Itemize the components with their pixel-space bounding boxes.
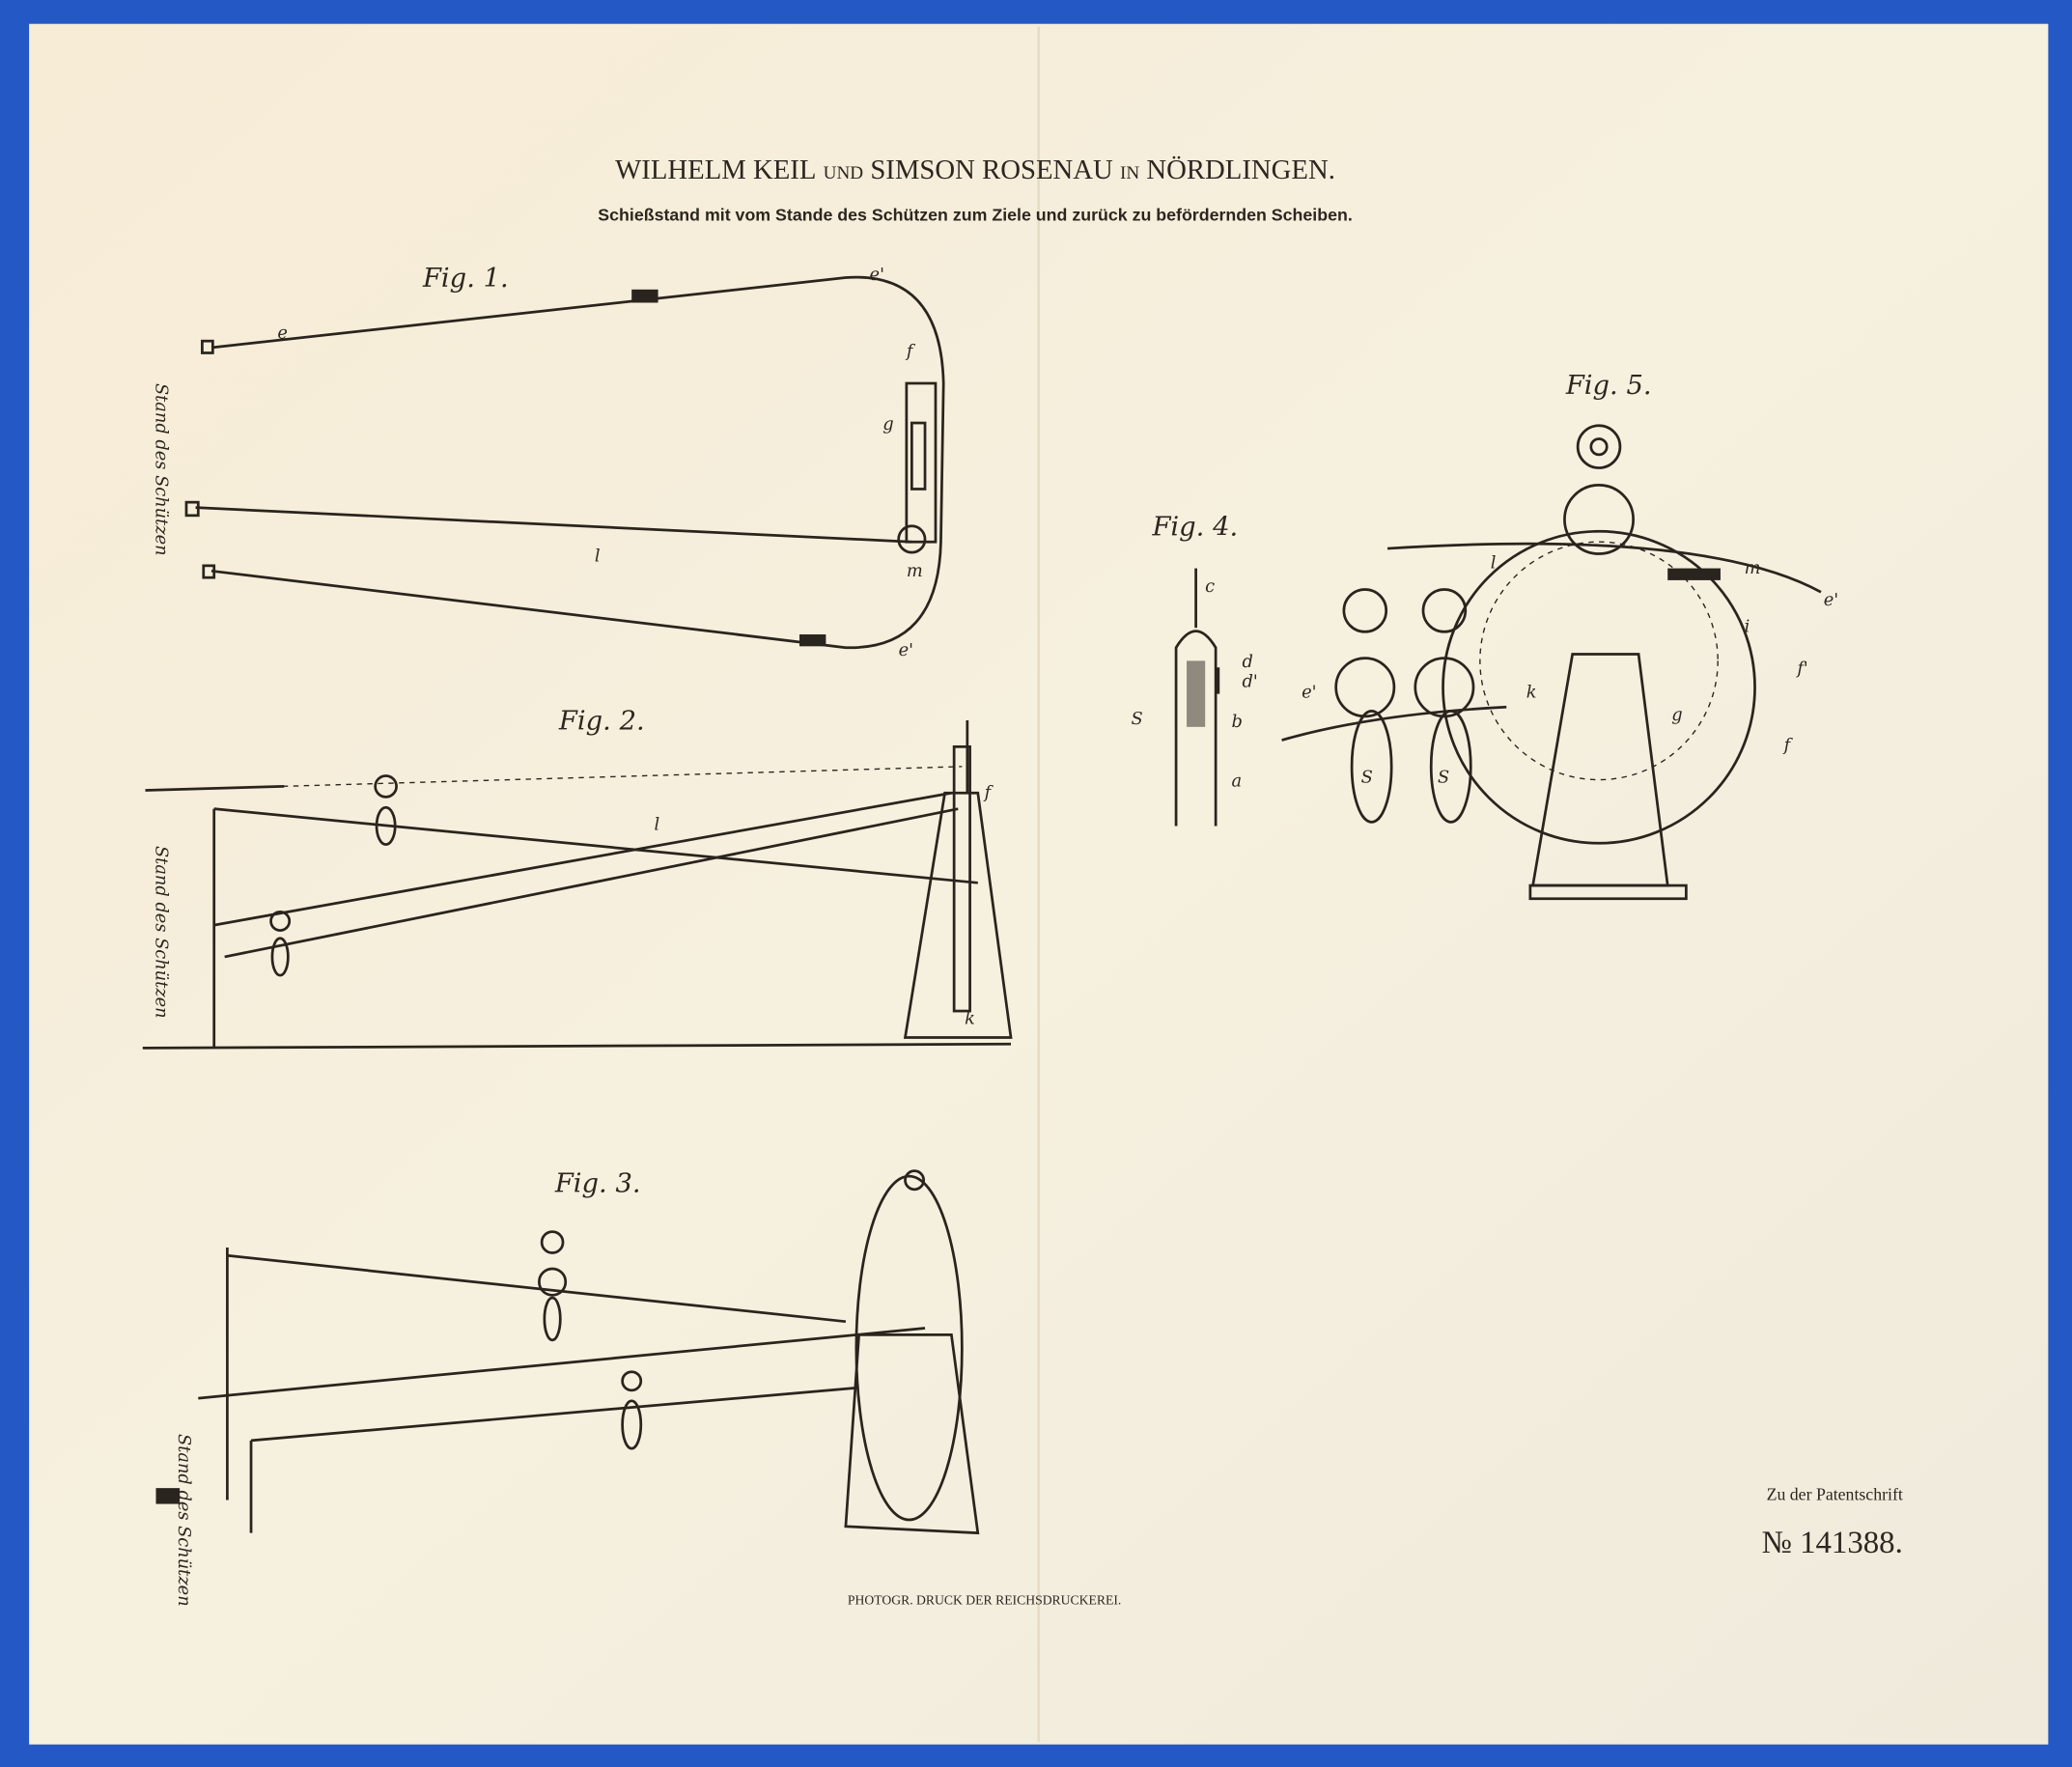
svg-text:d': d' — [1243, 672, 1258, 692]
svg-text:l: l — [1491, 553, 1497, 574]
patent-reference: Zu der Patentschrift — [1767, 1484, 1903, 1503]
title: WILHELM KEIL UND SIMSON ROSENAU IN NÖRDL… — [615, 154, 1335, 185]
svg-text:S: S — [1132, 709, 1143, 729]
svg-text:e': e' — [870, 265, 884, 285]
svg-text:g: g — [1671, 705, 1682, 725]
figure-3: Fig. 3. Stand des Schützen — [155, 1169, 980, 1607]
svg-text:d: d — [1243, 652, 1253, 672]
fig1-label: Fig. 1. — [422, 264, 509, 294]
printer-credit: PHOTOGR. DRUCK DER REICHSDRUCKEREI. — [848, 1593, 1121, 1608]
svg-text:i: i — [1745, 616, 1750, 636]
fig3-label: Fig. 3. — [554, 1169, 641, 1199]
figure-4: Fig. 4. c d d'b a S — [1132, 512, 1258, 827]
fig4-label: Fig. 4. — [1151, 512, 1238, 542]
svg-text:a: a — [1232, 771, 1243, 791]
svg-text:g: g — [882, 414, 893, 435]
fig2-label: Fig. 2. — [558, 707, 645, 737]
svg-text:k: k — [1526, 683, 1537, 703]
svg-text:b: b — [1232, 712, 1243, 732]
svg-text:S: S — [1438, 767, 1449, 787]
svg-text:m: m — [1745, 558, 1761, 578]
svg-text:c: c — [1205, 576, 1215, 597]
fig5-label: Fig. 5. — [1565, 371, 1652, 401]
svg-text:l: l — [654, 815, 659, 835]
svg-text:e: e — [277, 323, 288, 343]
svg-text:k: k — [965, 1009, 975, 1029]
stand-note-fig2: Stand des Schützen — [151, 846, 171, 1019]
patent-number: № 141388. — [1762, 1526, 1903, 1560]
svg-text:m: m — [907, 561, 923, 581]
figure-1: Fig. 1. e'e lm e'g f Stand des Schützen — [151, 264, 945, 660]
svg-text:e': e' — [1824, 590, 1838, 610]
stand-note-fig3: Stand des Schützen — [174, 1434, 194, 1607]
figure-2: Fig. 2. lf k Stand des Schützen — [142, 707, 1013, 1050]
svg-text:S: S — [1361, 767, 1373, 787]
stand-des-schuetzen-note: Stand des Schützen — [151, 383, 171, 556]
svg-text:f': f' — [1795, 659, 1807, 679]
svg-text:e': e' — [899, 640, 913, 660]
subtitle: Schießstand mit vom Stande des Schützen … — [598, 206, 1353, 225]
svg-text:e': e' — [1302, 683, 1316, 703]
svg-text:l: l — [595, 547, 601, 567]
